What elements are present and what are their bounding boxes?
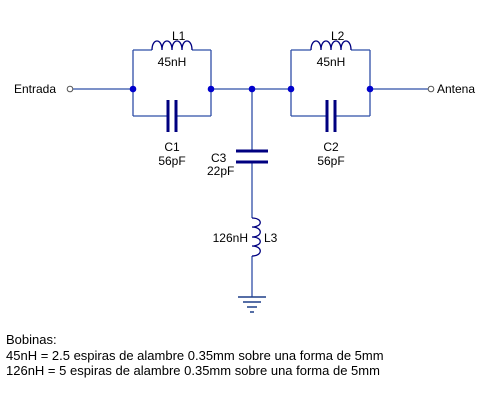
label-l1-name: L1 xyxy=(172,29,186,43)
ground-symbol xyxy=(238,296,266,313)
label-input: Entrada xyxy=(14,82,56,96)
capacitors xyxy=(166,100,337,164)
node-tank1-left xyxy=(129,85,137,93)
node-tank2-right xyxy=(366,85,374,93)
label-l1-value: 45nH xyxy=(158,55,187,69)
coil-notes: Bobinas: 45nH = 2.5 espiras de alambre 0… xyxy=(6,332,496,379)
label-l3-name: L3 xyxy=(264,231,278,245)
component-labels: Entrada Antena L1 45nH C1 56pF L2 45nH C… xyxy=(14,29,475,245)
wires xyxy=(73,49,428,297)
label-l3-value: 126nH xyxy=(213,231,248,245)
label-l2-name: L2 xyxy=(331,29,345,43)
node-tank2-left xyxy=(287,85,295,93)
label-c1-value: 56pF xyxy=(158,154,185,168)
inductor-l2-coil xyxy=(310,40,352,51)
terminals xyxy=(66,85,435,93)
node-center xyxy=(248,85,256,93)
inductor-l3-coil xyxy=(251,217,261,257)
node-tank1-right xyxy=(207,85,215,93)
notes-line-45nh: 45nH = 2.5 espiras de alambre 0.35mm sob… xyxy=(6,347,384,363)
label-c1-name: C1 xyxy=(164,140,180,154)
filter-schematic: Entrada Antena L1 45nH C1 56pF L2 45nH C… xyxy=(14,29,475,313)
input-terminal xyxy=(66,85,74,93)
label-c3-name: C3 xyxy=(211,151,227,165)
label-l2-value: 45nH xyxy=(317,55,346,69)
label-c3-value: 22pF xyxy=(207,164,234,178)
label-c2-value: 56pF xyxy=(317,154,344,168)
label-c2-name: C2 xyxy=(323,140,339,154)
output-terminal xyxy=(427,85,435,93)
inductors xyxy=(151,40,352,257)
notes-line-126nh: 126nH = 5 espiras de alambre 0.35mm sobr… xyxy=(6,363,380,378)
notes-title: Bobinas: xyxy=(6,332,57,347)
inductor-l1-coil xyxy=(151,40,193,51)
junction-nodes xyxy=(129,85,374,93)
label-output: Antena xyxy=(437,82,475,96)
